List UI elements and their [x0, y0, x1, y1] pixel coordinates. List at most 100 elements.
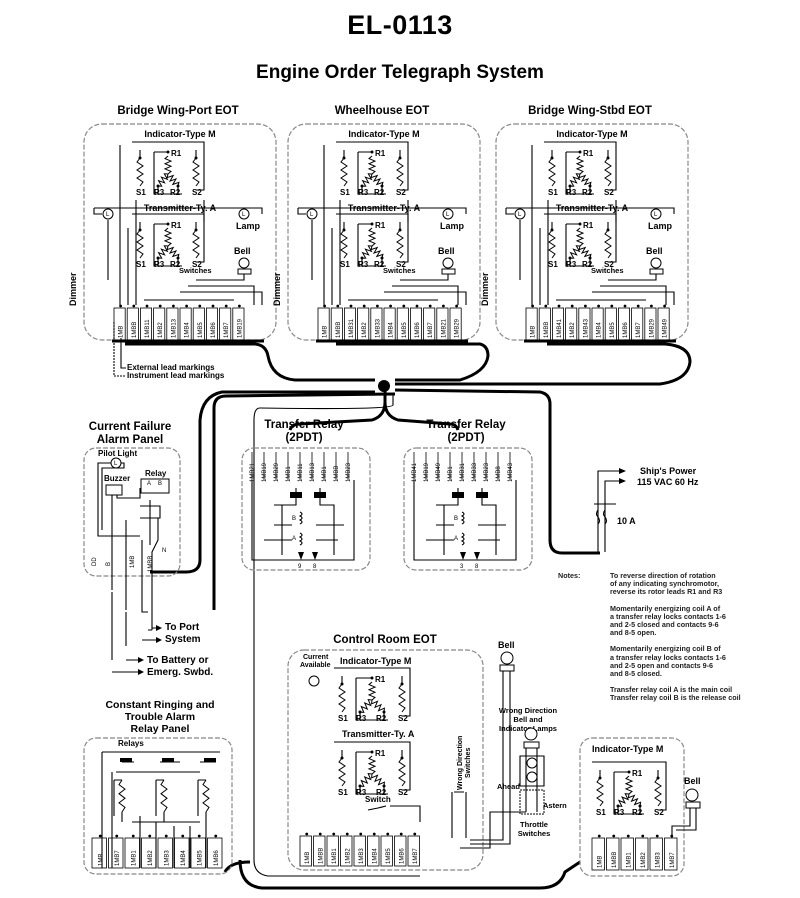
- ri-terminal: 1MB3: [655, 852, 661, 868]
- eot-0-lamp-label: Lamp: [236, 221, 261, 231]
- relay-box: [140, 478, 170, 494]
- eot-1-dimmer-lamp: L: [306, 208, 318, 220]
- indicator-lamp-1: [526, 757, 538, 769]
- eot-0-bell-label: Bell: [234, 246, 251, 256]
- transfer-relay-subtitle: (2PDT): [447, 432, 484, 444]
- remote-indicator-title: Indicator-Type M: [592, 744, 663, 754]
- eot-2-dimmer-lamp-glyph: L: [518, 212, 522, 218]
- eot-1-tx-r1: R1: [375, 221, 386, 230]
- current-available-lamp-icon: [308, 675, 320, 687]
- eot-1-terminal: 1MB21: [441, 318, 447, 338]
- cr-ind-s1: S1: [338, 714, 348, 723]
- eot-0-dimmer-label: Dimmer: [68, 272, 78, 306]
- terminal-dd: DD: [92, 557, 98, 566]
- current-available-label-2: Available: [300, 662, 331, 669]
- note-4: Transfer relay coil A is the main coil T…: [610, 685, 741, 703]
- eot-0-ind-r3: R3: [154, 188, 165, 197]
- current-available-label-1: Current: [303, 654, 329, 661]
- current-failure-panel-border: [83, 447, 181, 577]
- transfer-relay-title: Transfer Relay: [426, 419, 506, 431]
- eot-2-terminal: 1MB41: [557, 318, 563, 338]
- eot-2-dimmer-lamp: L: [514, 208, 526, 220]
- relay-wire-label: 1MB41: [412, 462, 418, 482]
- crp-terminal: 1MB1: [131, 850, 137, 866]
- wrong-direction-label-2: Switches: [465, 748, 472, 778]
- crp-terminal: 1MB4: [181, 850, 187, 866]
- coil-a-label: A: [292, 536, 296, 542]
- eot-2-tx-r2: R2: [582, 260, 593, 269]
- cr-terminal: 1MB7: [413, 848, 419, 864]
- relay-wire-label: 1MB13: [310, 462, 316, 482]
- eot-1-tx-s2: S2: [396, 260, 406, 269]
- eot-1-dimmer-label: Dimmer: [272, 272, 282, 306]
- cr-tx-s1: S1: [338, 788, 348, 797]
- relay-wire-label: 1MB19: [424, 462, 430, 482]
- relay-output-1: 9: [298, 564, 302, 570]
- eot-1-bell-icon: [442, 257, 454, 269]
- eot-1-switches-label: Switches: [383, 266, 416, 275]
- eot-2-terminal: 1MB6: [623, 322, 629, 338]
- eot-2-indicator-label: Indicator-Type M: [556, 129, 627, 139]
- terminal-1mbb: 1MBB: [148, 556, 154, 572]
- eot-1-lamp: L: [442, 208, 454, 220]
- eot-1-terminal: 1MB6: [415, 322, 421, 338]
- relay-wire-label: 1MB23: [484, 462, 490, 482]
- relay-wire-label: 1MB23: [346, 462, 352, 482]
- ri-r3: R3: [614, 808, 625, 817]
- eot-0-lamp-glyph: L: [242, 212, 246, 218]
- eot-0-terminal: 1MB2: [158, 322, 164, 338]
- relay-output-2: 8: [475, 564, 479, 570]
- eot-0-ind-r2: R2: [170, 188, 181, 197]
- notes: Notes: To reverse direction of rotation …: [558, 571, 741, 711]
- note-3: Momentarily energizing coil B of a trans…: [610, 644, 726, 679]
- lead-markings: External lead markings Instrument lead m…: [113, 322, 225, 380]
- cr-terminal: 1MB2: [345, 848, 351, 864]
- crp-terminal: 1MB2: [148, 850, 154, 866]
- eot-2-lamp-label: Lamp: [648, 221, 673, 231]
- eot-1-lamp-label: Lamp: [440, 221, 465, 231]
- eot-1-tx-s1: S1: [340, 260, 350, 269]
- throttle-label-2: Switches: [518, 829, 551, 838]
- eot-0-terminal: 1MB7: [224, 322, 230, 338]
- eot-2-title: Bridge Wing-Stbd EOT: [528, 105, 652, 117]
- relay-wire-label: 1MB8: [496, 466, 502, 482]
- terminal-1mb: 1MB: [130, 556, 136, 568]
- eot-0-lamp: L: [238, 208, 250, 220]
- eot-1-title: Wheelhouse EOT: [335, 105, 430, 117]
- cr-tx-r2: R2: [376, 788, 387, 797]
- control-room-eot: Control Room EOT Current Available Indic…: [287, 634, 484, 871]
- eot-0-switches-label: Switches: [179, 266, 212, 275]
- eot-2-lamp: L: [650, 208, 662, 220]
- eot-2-bell-label: Bell: [646, 246, 663, 256]
- constant-ringing-panel-border: [83, 737, 233, 875]
- eot-1-tx-r2: R2: [374, 260, 385, 269]
- eot-1-dimmer-lamp-glyph: L: [310, 212, 314, 218]
- ships-power-voltage: 115 VAC 60 Hz: [637, 477, 699, 487]
- relay-wire-label: 1MB49: [436, 462, 442, 482]
- bell-icon: [500, 651, 514, 665]
- eot-1-ind-s2: S2: [396, 188, 406, 197]
- eot-2-tx-r3: R3: [566, 260, 577, 269]
- eot-2-ind-r1: R1: [583, 149, 594, 158]
- eot-0-dimmer-lamp: L: [102, 208, 114, 220]
- ri-terminal: 1MBB: [612, 852, 618, 868]
- eot-1-terminal: 1MB4: [389, 322, 395, 338]
- control-transmitter-label: Transmitter-Ty. A: [342, 729, 415, 739]
- eot-0-terminal: 1MB13: [171, 318, 177, 338]
- indicator-lamp-2: [526, 771, 538, 783]
- eot-2-switches-label: Switches: [591, 266, 624, 275]
- cable-junction: [378, 380, 390, 392]
- eot-0-terminal: 1MBB: [132, 322, 138, 338]
- relays-label: Relays: [118, 739, 144, 748]
- document-id: EL-0113: [347, 10, 453, 40]
- cr-terminal: 1MBB: [318, 848, 324, 864]
- relay-wire-label: 1MB43: [508, 462, 514, 482]
- constant-ringing-title-2: Trouble Alarm: [125, 711, 195, 723]
- system-label: System: [165, 634, 201, 645]
- eot-1-ind-r3: R3: [358, 188, 369, 197]
